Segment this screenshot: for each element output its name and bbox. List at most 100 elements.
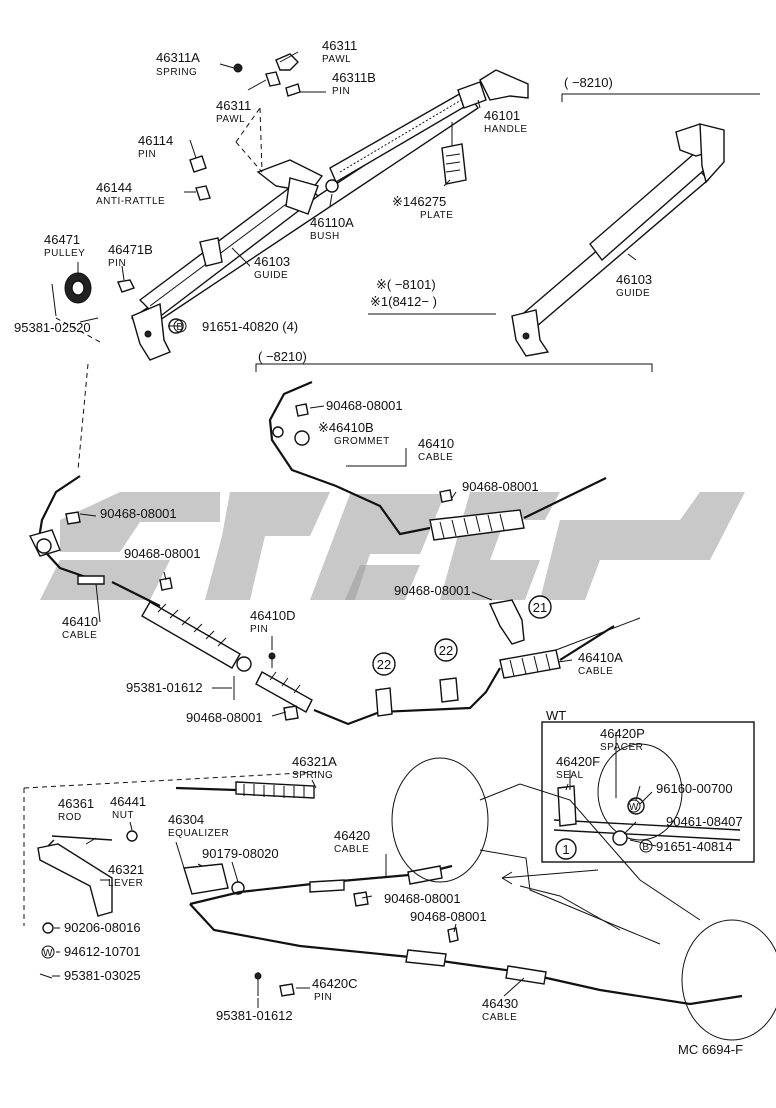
part-label-90468-b: 90468-08001 <box>462 479 539 494</box>
part-name: EQUALIZER <box>168 828 229 839</box>
part-number: 90468-08001 <box>124 546 201 561</box>
part-number: 46410 <box>418 436 454 451</box>
part-label-46420P: 46420P SPACER <box>600 726 645 753</box>
part-number: 95381-01612 <box>126 680 203 695</box>
part-label-90468-d: 90468-08001 <box>124 546 201 561</box>
wt-inset <box>541 721 755 863</box>
range-label-wt: WT <box>546 708 566 723</box>
part-number: 90468-08001 <box>394 583 471 598</box>
part-label-46410-left: 46410 CABLE <box>62 614 98 641</box>
part-label-46321A: 46321A SPRING <box>292 754 337 781</box>
svg-text:W: W <box>629 802 639 813</box>
part-number: 90461-08407 <box>666 814 743 829</box>
part-label-46430: 46430 CABLE <box>482 996 518 1023</box>
part-number: 90468-08001 <box>100 506 177 521</box>
part-number: 90179-08020 <box>202 846 279 861</box>
part-name: CABLE <box>334 844 369 855</box>
part-name: GUIDE <box>254 270 288 281</box>
part-number: 46420P <box>600 726 645 741</box>
diagram-code: MC 6694-F <box>678 1042 743 1057</box>
note-line-1: ※( −8101) <box>376 277 436 292</box>
handle-assembly-left <box>51 53 529 471</box>
part-name: HANDLE <box>484 124 528 135</box>
part-label-46311-top: 46311 PAWL <box>322 38 357 65</box>
part-label-46471: 46471 PULLEY <box>44 232 85 259</box>
part-number: 90468-08001 <box>186 710 263 725</box>
part-label-46114: 46114 PIN <box>138 133 173 160</box>
part-label-46420C: 46420C PIN <box>312 976 358 1003</box>
part-name: LEVER <box>108 878 143 889</box>
note-line-2: ※1(8412− ) <box>370 294 437 309</box>
part-number: 46114 <box>138 133 173 148</box>
part-number: 46420C <box>312 976 358 991</box>
part-label-46471B: 46471B PIN <box>108 242 153 269</box>
part-number: 46101 <box>484 108 520 123</box>
part-number: 46410A <box>578 650 623 665</box>
part-label-46311A: 46311A SPRING <box>156 50 200 78</box>
part-label-46420F: 46420F SEAL <box>556 754 600 781</box>
part-number: 46361 <box>58 796 94 811</box>
part-label-46144: 46144 ANTI-RATTLE <box>96 180 165 207</box>
part-label-46311B: 46311B PIN <box>332 70 376 97</box>
part-label-46304: 46304 EQUALIZER <box>168 812 229 839</box>
part-label-95381-02520: 95381-02520 <box>14 320 91 335</box>
part-label-95381-01612-b: 95381-01612 <box>216 1008 293 1023</box>
watermark-logo <box>40 492 745 600</box>
part-number: 96160-00700 <box>656 781 733 796</box>
part-label-91651-40814: 91651-40814 <box>656 839 733 854</box>
part-number: 90468-08001 <box>462 479 539 494</box>
part-label-46101: 46101 HANDLE <box>484 108 528 135</box>
part-name: PIN <box>108 258 126 269</box>
svg-text:B: B <box>642 842 649 853</box>
part-number: 46304 <box>168 812 204 827</box>
part-number: 90206-08016 <box>64 920 141 935</box>
part-name: NUT <box>112 810 134 821</box>
part-label-90468-e: 90468-08001 <box>394 583 471 598</box>
part-name: GUIDE <box>616 288 650 299</box>
part-label-95381-01612-a: 95381-01612 <box>126 680 203 695</box>
part-name: GROMMET <box>334 436 390 447</box>
part-number: 46420F <box>556 754 600 769</box>
part-name: PAWL <box>216 114 245 125</box>
part-name: ROD <box>58 812 82 823</box>
part-label-46441: 46441 NUT <box>110 794 146 821</box>
part-label-46410A: 46410A CABLE <box>578 650 623 677</box>
washer-symbol-94612: W <box>41 945 55 959</box>
part-name: CABLE <box>482 1012 517 1023</box>
part-number: 91651-40820 (4) <box>202 319 298 334</box>
part-number: 95381-01612 <box>216 1008 293 1023</box>
part-number: 95381-03025 <box>64 968 141 983</box>
part-name: CABLE <box>578 666 613 677</box>
cable-assembly-lower <box>28 475 641 726</box>
part-name: PIN <box>332 86 350 97</box>
part-number: ※46410B <box>318 420 374 435</box>
part-label-46321: 46321 LEVER <box>108 862 144 889</box>
part-number: 90468-08001 <box>326 398 403 413</box>
part-label-46410-top: 46410 CABLE <box>418 436 454 463</box>
part-number: 91651-40814 <box>656 839 733 854</box>
part-number: 46441 <box>110 794 146 809</box>
callout-1: 1 <box>555 838 577 860</box>
part-name: PIN <box>138 149 156 160</box>
part-number: 90468-08001 <box>384 891 461 906</box>
bolt-symbol-91651-40814: B <box>639 839 653 853</box>
callout-21: 21 <box>528 595 552 619</box>
part-label-90468-c: 90468-08001 <box>100 506 177 521</box>
part-number: 46110A <box>310 215 354 230</box>
callout-22-left-label: 22 <box>377 657 391 672</box>
part-label-46410D: 46410D PIN <box>250 608 296 635</box>
part-name: BUSH <box>310 231 340 242</box>
part-name: PLATE <box>420 210 453 221</box>
part-label-90179-08020: 90179-08020 <box>202 846 279 861</box>
part-label-46103-left: 46103 GUIDE <box>254 254 290 281</box>
part-number: 46430 <box>482 996 518 1011</box>
part-number: 46103 <box>254 254 290 269</box>
part-number: 94612-10701 <box>64 944 141 959</box>
part-label-90468-g: 90468-08001 <box>384 891 461 906</box>
svg-text:B: B <box>176 322 183 333</box>
part-name: PAWL <box>322 54 351 65</box>
part-name: SPRING <box>156 67 197 78</box>
part-name: PIN <box>250 624 268 635</box>
range-label-handle: ( −8210) <box>564 75 613 90</box>
